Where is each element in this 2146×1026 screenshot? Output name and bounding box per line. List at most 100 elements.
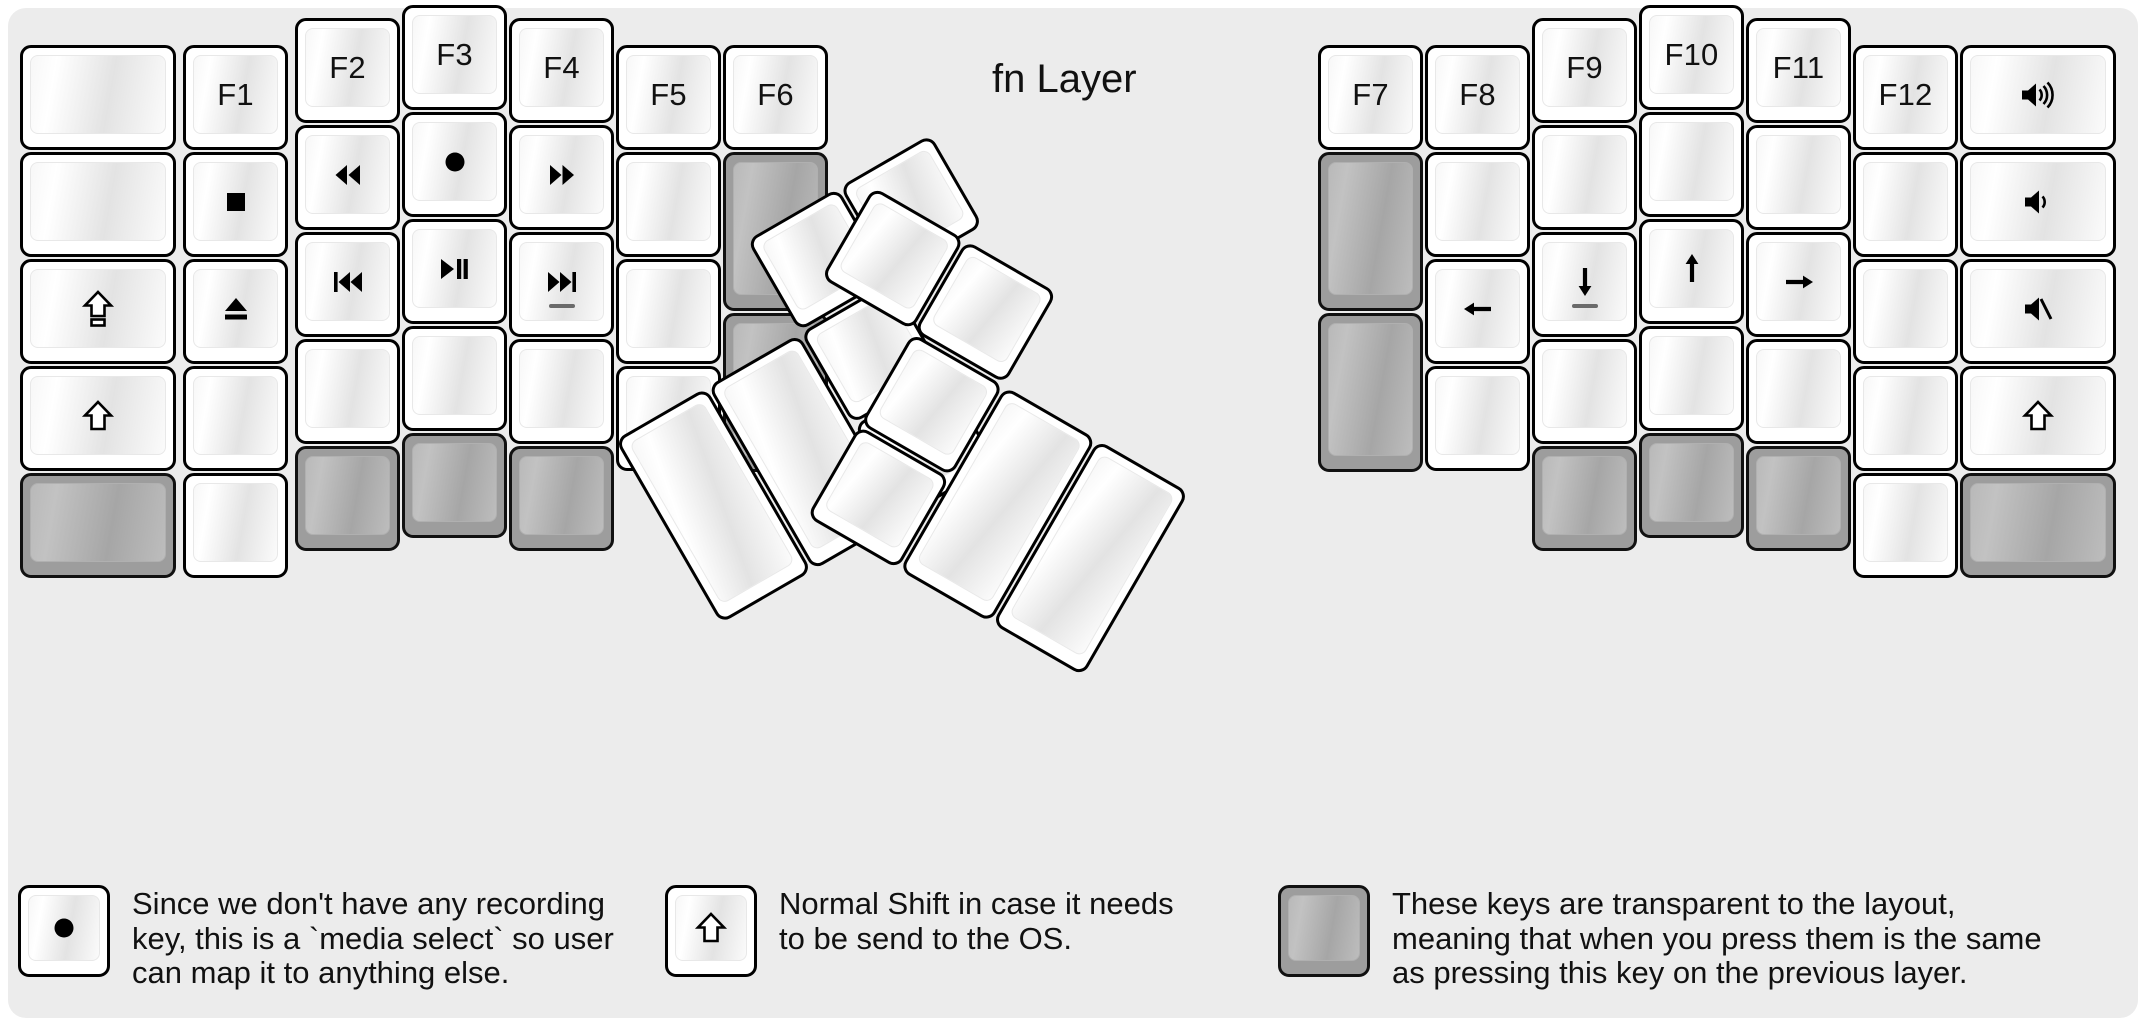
left-col-index-key-4[interactable] bbox=[509, 339, 614, 444]
left-col-pinky-key-4[interactable] bbox=[183, 366, 288, 471]
keycap-surface bbox=[1970, 162, 2106, 241]
legend-item-2: Normal Shift in case it needs to be send… bbox=[665, 885, 1174, 977]
keycap-surface bbox=[1542, 456, 1627, 535]
right-col-index-r-key-2[interactable] bbox=[1532, 125, 1637, 230]
right-col-ring-r-key-4[interactable] bbox=[1746, 339, 1851, 444]
legend-key-3 bbox=[1278, 885, 1370, 977]
legend-sample-key-1[interactable] bbox=[18, 885, 110, 977]
left-col-index-key-1[interactable]: F4 bbox=[509, 18, 614, 123]
left-col-ring-inner-key-5[interactable] bbox=[295, 446, 400, 551]
keycap-surface bbox=[412, 122, 497, 201]
left-col-pinky-outer-key-5[interactable] bbox=[20, 473, 176, 578]
right-col-ring-r-key-5[interactable] bbox=[1746, 446, 1851, 551]
right-col-pinky-outer-r-key-3[interactable] bbox=[1960, 259, 2116, 364]
right-col-index-r-key-4[interactable] bbox=[1532, 339, 1637, 444]
keycap-surface bbox=[305, 349, 390, 428]
legend-key-1 bbox=[18, 885, 110, 977]
left-col-index-inner-key-1[interactable]: F5 bbox=[616, 45, 721, 150]
keycap-surface bbox=[626, 269, 711, 348]
keycap-surface bbox=[193, 269, 278, 348]
left-col-ring-inner-key-3[interactable] bbox=[295, 232, 400, 337]
keycap-surface bbox=[30, 55, 166, 134]
right-col-index-r-key-1[interactable]: F9 bbox=[1532, 18, 1637, 123]
keycap-surface bbox=[1328, 162, 1413, 295]
keycap-surface bbox=[193, 376, 278, 455]
left-col-pinky-outer-key-3[interactable] bbox=[20, 259, 176, 364]
keycap-surface bbox=[1756, 135, 1841, 214]
left-col-pinky-outer-key-2[interactable] bbox=[20, 152, 176, 257]
keycap-surface bbox=[305, 135, 390, 214]
right-col-pinky-r-key-1[interactable]: F12 bbox=[1853, 45, 1958, 150]
right-col-index-inner-r-key-4[interactable] bbox=[1425, 366, 1530, 471]
legend-sample-key-2[interactable] bbox=[665, 885, 757, 977]
keycap-surface bbox=[1756, 28, 1841, 107]
left-col-thumb-outer-key-1[interactable]: F6 bbox=[723, 45, 828, 150]
keycap-surface bbox=[1863, 483, 1948, 562]
left-col-middle-key-1[interactable]: F3 bbox=[402, 5, 507, 110]
right-col-index-inner-r-key-3[interactable] bbox=[1425, 259, 1530, 364]
right-col-index-inner-r-key-2[interactable] bbox=[1425, 152, 1530, 257]
right-col-middle-r-key-2[interactable] bbox=[1639, 112, 1744, 217]
left-col-index-key-2[interactable] bbox=[509, 125, 614, 230]
left-col-pinky-key-2[interactable] bbox=[183, 152, 288, 257]
left-col-pinky-outer-key-4[interactable] bbox=[20, 366, 176, 471]
keycap-surface bbox=[305, 456, 390, 535]
right-col-pinky-r-key-5[interactable] bbox=[1853, 473, 1958, 578]
left-col-middle-key-2[interactable] bbox=[402, 112, 507, 217]
right-col-pinky-outer-r-key-5[interactable] bbox=[1960, 473, 2116, 578]
right-col-pinky-outer-r-key-1[interactable] bbox=[1960, 45, 2116, 150]
keycap-surface bbox=[30, 376, 166, 455]
right-col-pinky-r-key-3[interactable] bbox=[1853, 259, 1958, 364]
keycap-surface bbox=[412, 15, 497, 94]
right-col-pinky-r-key-2[interactable] bbox=[1853, 152, 1958, 257]
right-col-thumb-outer-r-key-1[interactable]: F7 bbox=[1318, 45, 1423, 150]
right-col-middle-r-key-4[interactable] bbox=[1639, 326, 1744, 431]
right-col-thumb-outer-r-key-2[interactable] bbox=[1318, 152, 1423, 311]
right-col-index-inner-r-key-1[interactable]: F8 bbox=[1425, 45, 1530, 150]
keycap-surface bbox=[1542, 135, 1627, 214]
keycap-surface bbox=[519, 135, 604, 214]
homing-bar bbox=[548, 304, 575, 308]
left-col-pinky-key-3[interactable] bbox=[183, 259, 288, 364]
keycap-surface bbox=[1970, 55, 2106, 134]
left-col-pinky-key-5[interactable] bbox=[183, 473, 288, 578]
right-col-middle-r-key-1[interactable]: F10 bbox=[1639, 5, 1744, 110]
left-col-middle-key-4[interactable] bbox=[402, 326, 507, 431]
left-col-middle-key-3[interactable] bbox=[402, 219, 507, 324]
right-col-ring-r-key-2[interactable] bbox=[1746, 125, 1851, 230]
keycap-surface bbox=[1435, 55, 1520, 134]
keycap-surface bbox=[1756, 242, 1841, 321]
keycap-surface bbox=[519, 456, 604, 535]
right-col-ring-r-key-1[interactable]: F11 bbox=[1746, 18, 1851, 123]
left-col-index-inner-key-3[interactable] bbox=[616, 259, 721, 364]
right-col-pinky-r-key-4[interactable] bbox=[1853, 366, 1958, 471]
right-col-middle-r-key-3[interactable] bbox=[1639, 219, 1744, 324]
left-col-middle-key-5[interactable] bbox=[402, 433, 507, 538]
right-col-middle-r-key-5[interactable] bbox=[1639, 433, 1744, 538]
legend-sample-key-3[interactable] bbox=[1278, 885, 1370, 977]
keycap-surface bbox=[1649, 229, 1734, 308]
right-col-ring-r-key-3[interactable] bbox=[1746, 232, 1851, 337]
right-col-index-r-key-5[interactable] bbox=[1532, 446, 1637, 551]
keycap-surface bbox=[675, 895, 747, 961]
left-col-pinky-key-1[interactable]: F1 bbox=[183, 45, 288, 150]
right-col-pinky-outer-r-key-4[interactable] bbox=[1960, 366, 2116, 471]
left-col-index-key-5[interactable] bbox=[509, 446, 614, 551]
keycap-surface bbox=[519, 242, 604, 321]
right-col-pinky-outer-r-key-2[interactable] bbox=[1960, 152, 2116, 257]
left-col-ring-inner-key-4[interactable] bbox=[295, 339, 400, 444]
left-col-ring-inner-key-2[interactable] bbox=[295, 125, 400, 230]
keycap-surface bbox=[412, 229, 497, 308]
left-col-pinky-outer-key-1[interactable] bbox=[20, 45, 176, 150]
keycap-surface bbox=[519, 349, 604, 428]
left-col-ring-inner-key-1[interactable]: F2 bbox=[295, 18, 400, 123]
keycap-surface bbox=[412, 443, 497, 522]
left-col-index-inner-key-2[interactable] bbox=[616, 152, 721, 257]
keycap-surface bbox=[30, 483, 166, 562]
keycap-surface bbox=[1435, 269, 1520, 348]
keycap-surface bbox=[1542, 28, 1627, 107]
right-col-thumb-outer-r-key-3[interactable] bbox=[1318, 313, 1423, 472]
left-col-index-key-3[interactable] bbox=[509, 232, 614, 337]
legend-item-3: These keys are transparent to the layout… bbox=[1278, 885, 2042, 991]
right-col-index-r-key-3[interactable] bbox=[1532, 232, 1637, 337]
